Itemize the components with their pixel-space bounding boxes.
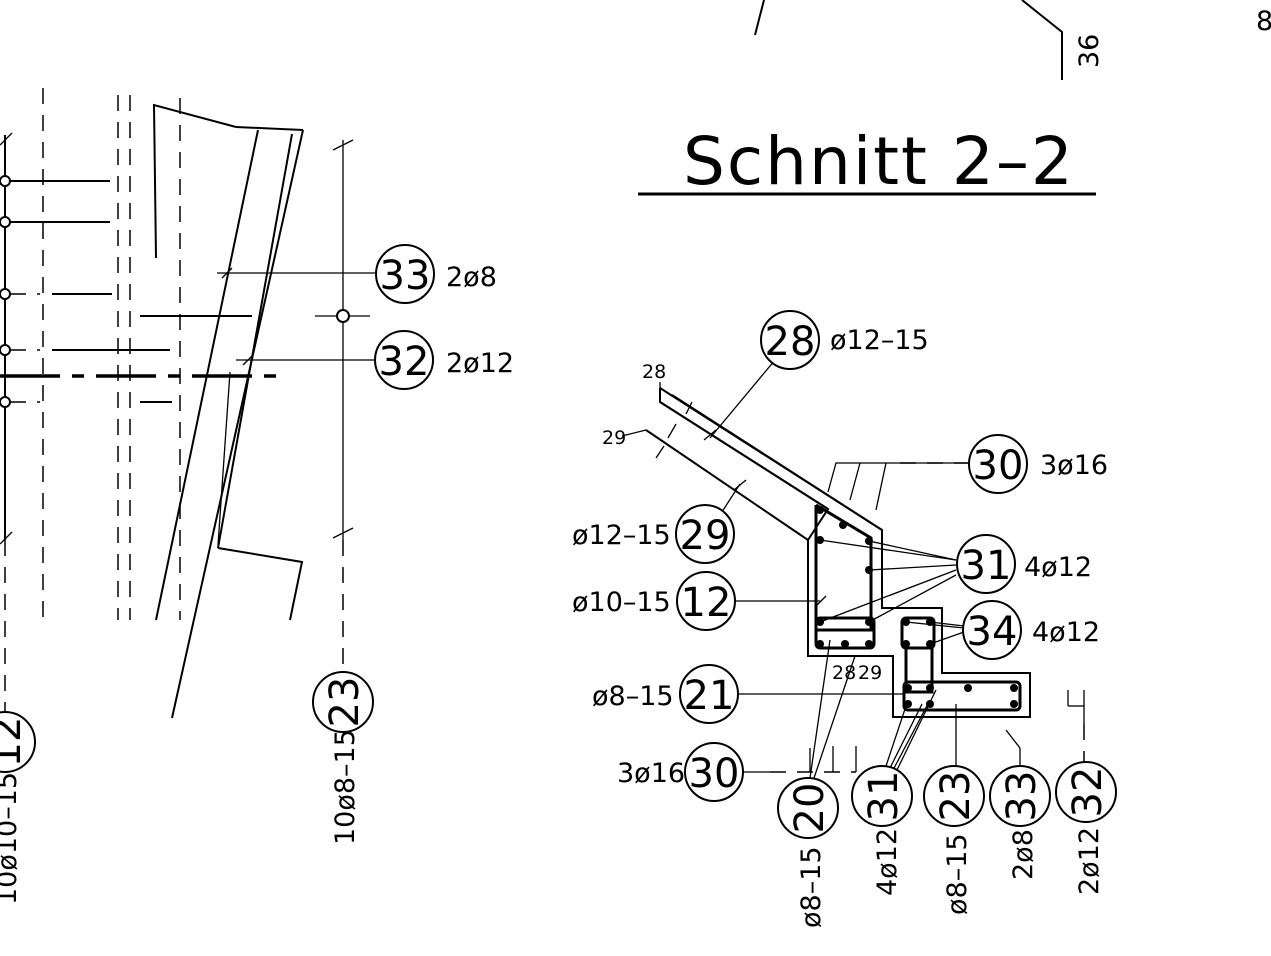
sec-tag-32-spec: 2ø12 <box>1074 827 1105 895</box>
sec-tag-29-spec: ø12–15 <box>572 520 671 551</box>
tag-12-spec: 10ø10–15 <box>0 772 23 905</box>
bar-label-28: 28 <box>642 361 666 383</box>
sec-tag-28-number: 28 <box>765 319 816 365</box>
sec-tag-12-number: 12 <box>681 580 732 626</box>
sec-tag-21-spec: ø8–15 <box>592 681 674 712</box>
sec-tag-28-spec: ø12–15 <box>830 325 929 356</box>
section-view: 28 29 28 29 28 ø12–15 30 3ø16 29 ø12–15 <box>572 310 1117 928</box>
dimension-36: 36 <box>1074 34 1105 68</box>
section-title: Schnitt 2–2 <box>638 123 1096 200</box>
sec-tag-30-bottom-spec: 3ø16 <box>617 758 685 789</box>
bar-label-29: 29 <box>602 427 626 449</box>
sec-tag-31-right-number: 31 <box>961 543 1012 589</box>
sec-tag-30-top-number: 30 <box>973 443 1024 489</box>
sec-tag-31-bottom-number: 31 <box>861 771 907 822</box>
sec-tag-34-number: 34 <box>967 609 1018 655</box>
corner-mark: 8 <box>1256 6 1271 37</box>
tag-23-number: 23 <box>322 677 368 728</box>
sec-tag-32-number: 32 <box>1065 767 1111 818</box>
sec-tag-21-number: 21 <box>684 673 735 719</box>
left-view: 33 2ø8 32 2ø12 23 10ø8–15 12 10ø10–15 <box>0 88 514 905</box>
top-fragment: 36 8 <box>754 0 1271 80</box>
sec-tag-33-number: 33 <box>999 771 1045 822</box>
sec-tag-20-number: 20 <box>787 783 833 834</box>
sec-tag-33-spec: 2ø8 <box>1008 829 1039 880</box>
tag-23-spec: 10ø8–15 <box>330 729 361 845</box>
tag-33-number: 33 <box>380 253 431 299</box>
sec-tag-31-bottom-spec: 4ø12 <box>872 828 903 896</box>
tag-32-spec: 2ø12 <box>446 348 514 379</box>
tag-33-spec: 2ø8 <box>446 262 497 293</box>
sec-tag-34-spec: 4ø12 <box>1032 617 1100 648</box>
title-text: Schnitt 2–2 <box>683 123 1075 200</box>
sec-tag-12-spec: ø10–15 <box>572 587 671 618</box>
sec-tag-30-bottom-number: 30 <box>689 751 740 797</box>
sec-tag-23-spec: ø8–15 <box>942 833 973 915</box>
inner-label-28: 28 <box>832 662 856 684</box>
sec-tag-30-top-spec: 3ø16 <box>1040 450 1108 481</box>
inner-label-29: 29 <box>858 662 882 684</box>
sec-tag-29-number: 29 <box>680 513 731 559</box>
sec-tag-20-spec: ø8–15 <box>796 846 827 928</box>
sec-tag-31-right-spec: 4ø12 <box>1024 552 1092 583</box>
sec-tag-23-number: 23 <box>933 771 979 822</box>
tag-12-number: 12 <box>0 717 30 768</box>
tag-32-number: 32 <box>379 339 430 385</box>
